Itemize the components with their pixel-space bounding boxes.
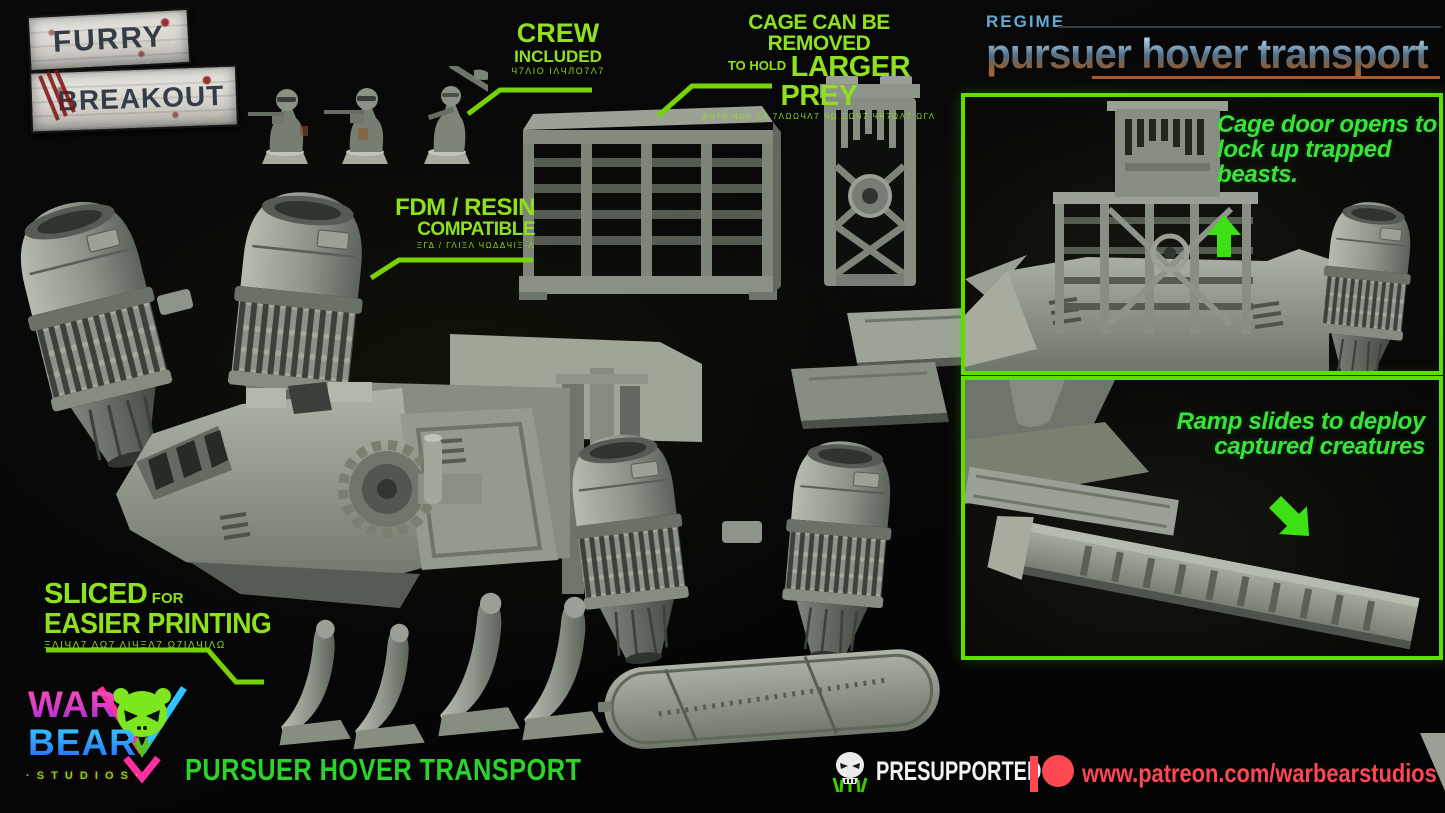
studio-word2: BEAR [28,722,137,763]
presupported-badge: PRESUPPORTED [828,748,1042,796]
cage-door-render [820,76,920,286]
engine-pods-center-render [560,426,901,672]
sliced-callout-glyphs: ΞΛΙЧΛ7 ΔΩ7 ΛΙЧΞΛ7 Ω7ΙΛЧΙΛΩ [44,640,226,652]
warbear-studios-logo: WAR BEAR · S T U D I O S · [16,678,196,804]
cage-callout-prefix: TO HOLD [727,57,787,73]
feature-box1-line1: Cage door opens to [1217,111,1437,138]
studio-word3: · S T U D I O S · [26,770,141,782]
title-underline [1092,76,1440,79]
crew-bust-1 [248,89,308,164]
sliced-callout-word-big: SLICED [44,578,148,610]
sliced-callout-word-small: FOR [151,590,184,607]
logo-plank-top: FURRY [26,7,192,73]
warbear-skull-icon [97,686,187,784]
feature-box2-line1: Ramp slides to deploy [1176,408,1426,435]
engine-pods-left-render [8,184,376,484]
feature-box1-line2: lock up trapped beasts. [1217,135,1392,188]
product-name: PURSUER HOVER TRANSPORT [185,752,582,787]
claw-marks-icon [38,70,76,121]
ramp-render [965,380,1420,650]
feature-box2-line2: captured creatures [1214,432,1425,460]
patreon-icon [1030,755,1074,792]
studio-word1: WAR [28,684,118,725]
sliced-callout-line [46,647,264,685]
logo-line2: BREAKOUT [57,79,225,117]
page-title: pursuer hover transport [986,30,1429,77]
feature-box1-text: Cage door opens to lock up trapped beast… [1217,111,1439,188]
skid-blades-render [279,592,604,750]
up-arrow-icon [1207,215,1241,257]
cage-callout: CAGE CAN BE REMOVED TO HOLD LARGER PREY … [700,12,938,121]
header-title-block: REGIME pursuer hover transport [986,12,1442,79]
crew-callout-title: CREW [516,18,600,48]
corner-wedge [1420,733,1445,791]
fdm-callout-line [369,257,533,281]
cage-render [519,106,781,300]
cage-callout-line [656,83,772,118]
fdm-callout-line2: COMPATIBLE [417,219,535,241]
crew-bust-2 [324,88,388,164]
crew-bust-3 [424,66,488,164]
crew-callout-subtitle: INCLUDED [514,46,602,66]
feature-box-cage-door: Cage door opens to lock up trapped beast… [961,93,1443,375]
diagonal-arrow-icon [1269,496,1309,536]
base-plate-render [598,649,940,749]
patreon-link[interactable]: www.patreon.com/warbearstudios [1028,750,1437,796]
cage-callout-line1: CAGE CAN BE REMOVED [748,11,890,56]
fdm-callout-line1: FDM / RESIN [395,194,535,221]
crew-busts-render [248,66,488,164]
patreon-url: www.patreon.com/warbearstudios [1082,758,1437,788]
cage-callout-emphasis: LARGER PREY [780,50,911,113]
cage-callout-glyphs: ΔЧ7Λ ЧΔΛ ΞΛ 7ΛΩΩЧΛ7 ЧΩ ΞΩЧ7 ЧЧ7ΩΛ7 ΩΓΛ [702,111,936,121]
presupported-label: PRESUPPORTED [876,756,1042,786]
feature-box2-text: Ramp slides to deploy captured creatures [1176,408,1426,460]
crew-callout: CREW INCLUDED Ч7ΛΙО ΙΛЧЛО7Λ7 [488,18,628,76]
furry-breakout-logo: FURRY BREAKOUT [24,7,240,138]
kicker-rule [1058,26,1441,28]
presupported-skull-icon [832,752,868,793]
sliced-callout-line2: EASIER PRINTING [44,607,272,640]
logo-line1: FURRY [52,20,166,59]
crew-callout-line [466,87,592,116]
sliced-callout: SLICED FOR EASIER PRINTING ΞΛΙЧΛ7 ΔΩ7 ΛΙ… [44,578,294,652]
feature-box-ramp: Ramp slides to deploy captured creatures [961,376,1443,660]
crew-callout-glyphs: Ч7ΛΙО ΙΛЧЛО7Λ7 [511,65,605,76]
assembled-transport-render [965,101,1420,371]
fdm-callout: FDM / RESIN COMPATIBLE ΞΓΔ / ΓΛΙΞΛ ЧΩΔΔЧ… [385,194,535,250]
fdm-callout-glyphs: ΞΓΔ / ΓΛΙΞΛ ЧΩΔΔЧΙΞ-Λ [416,240,535,250]
header-kicker: REGIME [986,12,1066,31]
